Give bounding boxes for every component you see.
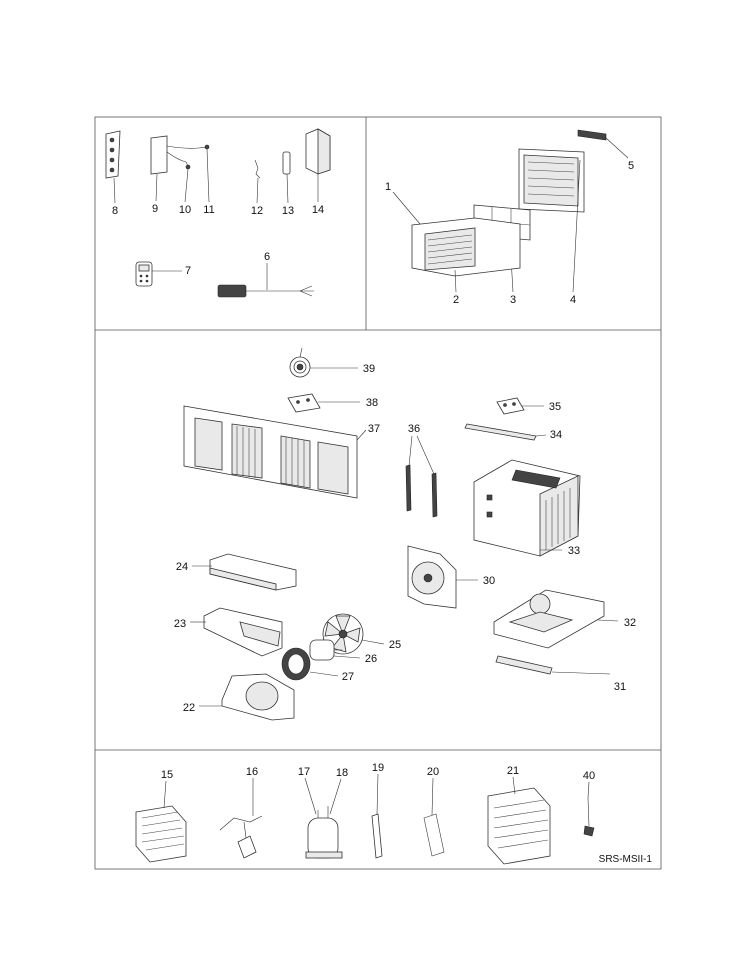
label-8: 8 [112,205,118,217]
label-4: 4 [570,294,576,306]
part-1-front-grille[interactable] [411,217,521,277]
label-23: 23 [174,618,186,630]
part-17-compressor[interactable] [305,806,343,859]
part-12-clip[interactable] [254,159,261,179]
diagram-frame [94,116,662,870]
part-20-tube[interactable] [423,813,445,857]
label-39: 39 [363,363,375,375]
part-36-seals[interactable] [405,464,438,518]
label-12: 12 [251,205,263,217]
label-33: 33 [568,545,580,557]
label-2: 2 [453,294,459,306]
label-31: 31 [614,681,626,693]
label-25: 25 [389,639,401,651]
label-13: 13 [282,205,294,217]
label-38: 38 [366,397,378,409]
label-14: 14 [312,204,324,216]
label-5: 5 [628,160,634,172]
label-36: 36 [408,423,420,435]
part-27-blower-wheel[interactable] [281,647,311,681]
label-35: 35 [549,401,561,413]
label-30: 30 [483,575,495,587]
part-9-display-board[interactable] [150,135,168,175]
label-21: 21 [507,765,519,777]
label-20: 20 [427,766,439,778]
part-32-base-pan[interactable] [493,589,605,649]
part-11-sensor[interactable] [166,144,210,150]
label-17: 17 [298,766,310,778]
label-10: 10 [179,204,191,216]
label-1: 1 [385,181,391,193]
part-40-thermistor[interactable] [583,797,595,837]
part-33-cabinet[interactable] [473,459,581,557]
part-22-scroll-housing[interactable] [221,673,295,721]
part-13-cap[interactable] [282,151,291,175]
label-7: 7 [185,265,191,277]
part-10-sensor[interactable] [166,151,191,170]
diagram-code: SRS-MSII-1 [599,854,653,865]
label-18: 18 [336,767,348,779]
label-15: 15 [161,769,173,781]
label-19: 19 [372,762,384,774]
part-4-front-frame[interactable] [518,148,585,213]
part-23-evaporator-housing[interactable] [203,607,283,657]
label-24: 24 [176,561,188,573]
label-22: 22 [183,702,195,714]
label-9: 9 [152,203,158,215]
label-32: 32 [624,617,636,629]
part-5-bracket[interactable] [577,129,607,141]
part-35-bracket[interactable] [496,397,525,415]
part-19-tube[interactable] [371,813,383,859]
part-24-top-cover[interactable] [209,553,297,591]
label-3: 3 [510,294,516,306]
part-16-valve-assembly[interactable] [219,815,263,859]
part-15-condenser-coil[interactable] [135,805,187,863]
part-30-fan-shroud[interactable] [407,545,457,609]
part-14-control-box[interactable] [305,128,331,175]
label-27: 27 [342,671,354,683]
label-11: 11 [203,204,214,216]
part-8-control-board[interactable] [105,130,121,179]
label-37: 37 [368,423,380,435]
part-21-evaporator-coil[interactable] [487,787,551,865]
part-37-side-curtains[interactable] [183,405,358,499]
part-34-rail[interactable] [464,423,537,441]
part-31-rail[interactable] [495,655,553,675]
label-40: 40 [583,770,595,782]
label-26: 26 [365,653,377,665]
part-38-bracket-kit[interactable] [287,393,321,413]
part-7-remote-control[interactable] [135,261,153,287]
label-34: 34 [550,429,562,441]
part-39-power-cord-coil[interactable] [289,347,311,378]
label-6: 6 [264,251,270,263]
part-26-fan-motor[interactable] [309,639,342,661]
part-6-power-cord[interactable] [217,284,314,298]
label-16: 16 [246,766,258,778]
